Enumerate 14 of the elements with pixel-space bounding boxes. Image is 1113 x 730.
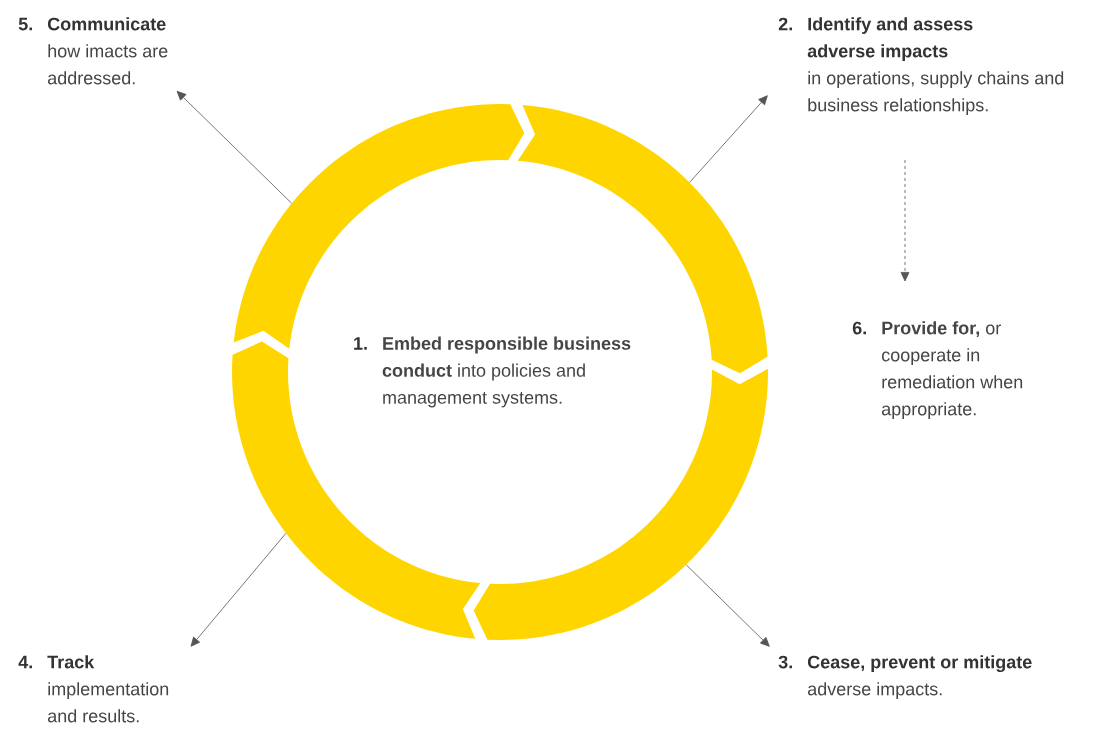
arrow: [900, 159, 910, 282]
node-label: 1.: [354, 337, 367, 350]
step-text: 6. Provide for, or cooperate in remediation when appropriate.: [852, 321, 1023, 419]
node-label: conduct: [382, 363, 452, 377]
step-text: 2. Identify and assess adverse impacts in operations, supply chains and business relationships.: [778, 17, 1064, 115]
arrow: [685, 564, 770, 647]
step-text: 3. Cease, prevent or mitigate adverse impacts.: [778, 655, 1032, 699]
cycle-ring: 1. Embed responsible business conduct into policies and management systems.: [232, 104, 768, 640]
arrow: [176, 90, 292, 204]
step-text: 5. Communicate how imacts are addressed.: [18, 17, 168, 85]
arrow: [190, 533, 287, 647]
node-label: Embed responsible business: [383, 336, 631, 354]
step-text: 4. Track implementation and results.: [18, 655, 169, 723]
arrow: [689, 95, 768, 183]
